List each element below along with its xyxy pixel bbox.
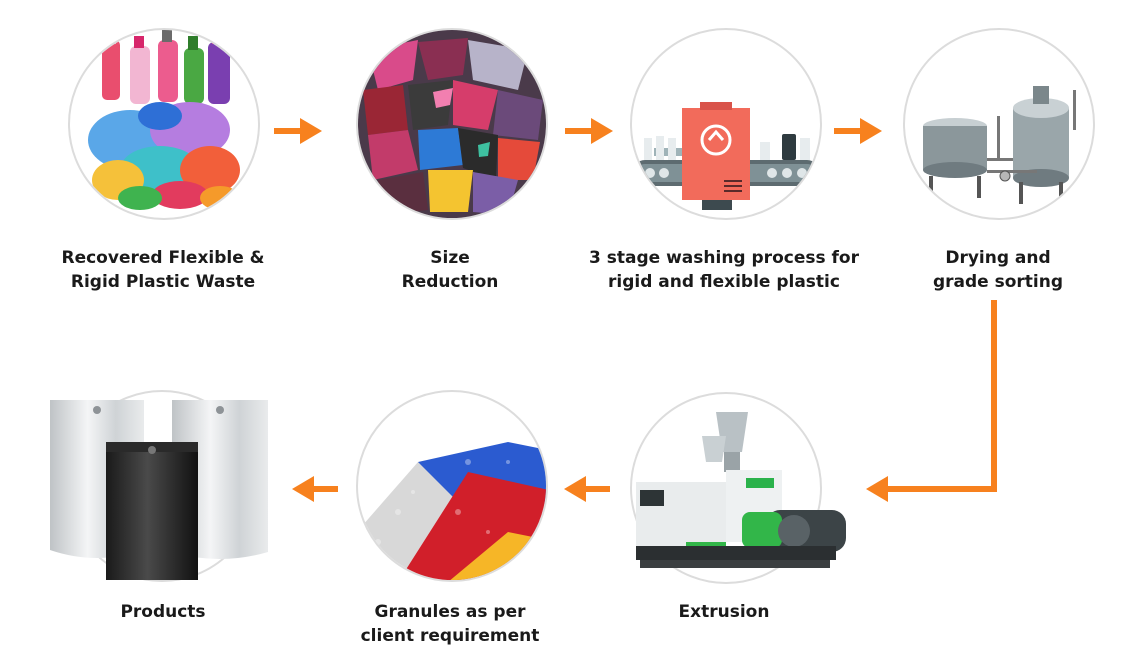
arrow-right-2 bbox=[565, 118, 613, 144]
stage-products-label: Products bbox=[120, 602, 206, 622]
recycling-conveyor-icon bbox=[632, 102, 820, 210]
arrow-right-1 bbox=[274, 118, 322, 144]
arrow-left-1 bbox=[564, 476, 610, 502]
drying-tanks-icon bbox=[923, 86, 1076, 204]
stage-recovered-label: Recovered Flexible & Rigid Plastic Waste bbox=[61, 248, 265, 292]
extruder-machine-icon bbox=[636, 412, 846, 568]
stage-granules-image bbox=[356, 390, 548, 582]
pouch-products-icon bbox=[50, 400, 268, 580]
stage-granules-label: Granules as per client requirement bbox=[360, 602, 540, 646]
stage-size-image bbox=[356, 28, 548, 220]
arrow-right-3 bbox=[834, 118, 882, 144]
arrow-left-2 bbox=[292, 476, 338, 502]
stage-washing-image bbox=[630, 28, 822, 220]
stage-size-label: Size Reduction bbox=[401, 248, 499, 292]
arrow-down-left-connector bbox=[866, 300, 997, 502]
stage-drying-image bbox=[903, 28, 1095, 220]
stage-recovered-image bbox=[68, 28, 260, 220]
stage-extrusion-image bbox=[626, 392, 854, 588]
extrusion-circle-outline bbox=[630, 392, 822, 584]
plastic-flakes-icon bbox=[358, 30, 546, 218]
stage-extrusion-label: Extrusion bbox=[678, 602, 770, 622]
plastic-granules-icon bbox=[358, 442, 546, 580]
plastic-waste-icon bbox=[88, 30, 240, 210]
stage-drying-label: Drying and grade sorting bbox=[932, 248, 1064, 292]
stage-washing-label: 3 stage washing process for rigid and fl… bbox=[589, 248, 859, 292]
stage-products-image bbox=[40, 388, 278, 588]
